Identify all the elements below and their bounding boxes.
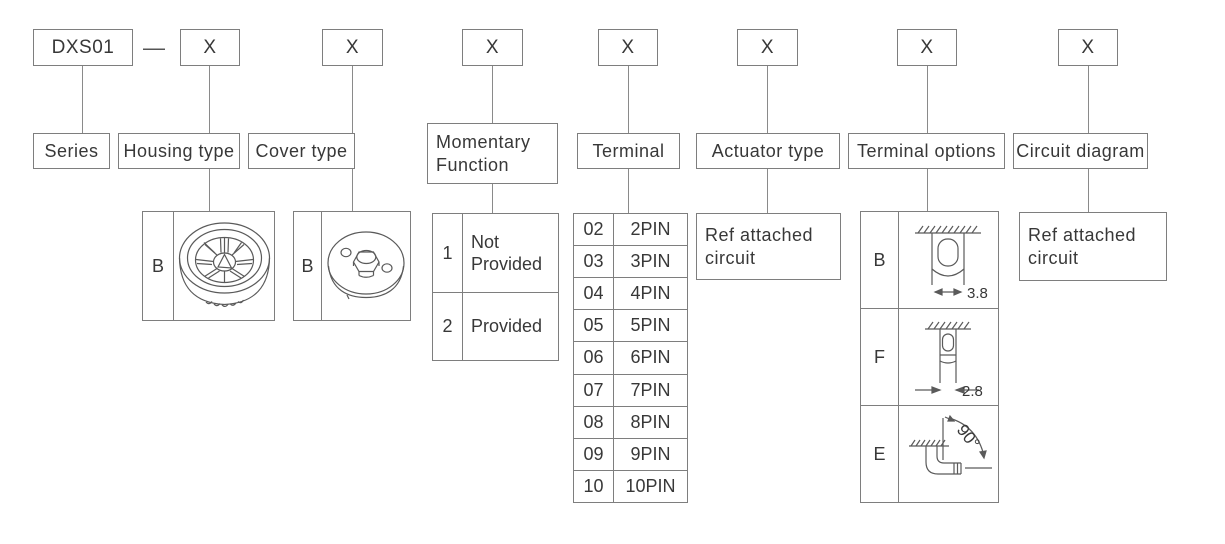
table-row: F 2.8 [861, 309, 998, 406]
right-angle-terminal-drawing: 90° [909, 414, 992, 475]
x-box-circuit-diagram: X [1058, 29, 1118, 66]
round-cover-with-hex-nut-drawing [327, 231, 405, 300]
circuit-diagram-note: Ref attached circuit [1019, 212, 1167, 281]
category-label-momentary-function: Momentary Function [427, 123, 558, 184]
table-row: B 3.8 [861, 212, 998, 309]
option-code-cell: 2 [433, 293, 463, 360]
connector-line [628, 169, 629, 213]
connector-line [1088, 66, 1089, 133]
table-row: 05 5PIN [574, 310, 687, 343]
terminal-options-table: B 3.8 F [860, 211, 999, 503]
option-code-cell: 09 [574, 438, 614, 470]
housing-drawing-cell [174, 212, 274, 320]
housing-type-table: B [142, 211, 275, 321]
x-box-momentary-function: X [462, 29, 523, 66]
category-label-terminal: Terminal [577, 133, 680, 169]
straight-wide-terminal-drawing: 3.8 [915, 225, 988, 302]
table-row: 02 2PIN [574, 214, 687, 247]
connector-line [352, 169, 353, 211]
category-label-series: Series [33, 133, 110, 169]
connector-line [767, 169, 768, 213]
cover-drawing-cell [322, 212, 410, 320]
part-code-series-box: DXS01 [33, 29, 133, 66]
category-label-terminal-options: Terminal options [848, 133, 1005, 169]
option-value-cell: Not Provided [471, 231, 543, 275]
x-box-terminal-options: X [897, 29, 957, 66]
x-box-terminal: X [598, 29, 658, 66]
option-value-cell: 3PIN [630, 251, 671, 272]
table-row: E 90° [861, 406, 998, 502]
x-box-cover-type: X [322, 29, 383, 66]
option-code-cell: F [861, 309, 899, 405]
option-value-cell: 2PIN [630, 219, 671, 240]
connector-line [492, 184, 493, 213]
option-value-cell: 5PIN [630, 315, 671, 336]
round-knurled-housing-drawing [178, 222, 270, 308]
table-row: 10 10PIN [574, 470, 687, 502]
part-code-separator: — [143, 34, 165, 60]
dimension-label: 2.8 [962, 383, 983, 400]
connector-line [209, 169, 210, 211]
category-label-cover-type: Cover type [248, 133, 355, 169]
option-value-cell: 9PIN [630, 443, 671, 464]
table-row: 07 7PIN [574, 374, 687, 407]
option-value-cell: 4PIN [630, 283, 671, 304]
table-row: B [143, 212, 274, 320]
connector-line [209, 66, 210, 133]
option-value-cell: 10PIN [625, 475, 676, 496]
option-value-cell: 7PIN [630, 379, 671, 400]
connector-line [628, 66, 629, 133]
momentary-function-table: 1 Not Provided 2 Provided [432, 213, 559, 361]
option-code-cell: B [861, 212, 899, 308]
option-code-cell: B [143, 212, 174, 320]
straight-narrow-terminal-drawing: 2.8 [915, 321, 983, 400]
option-code-cell: E [861, 406, 899, 502]
option-code-cell: 06 [574, 342, 614, 374]
option-value-cell: Provided [471, 316, 543, 336]
category-label-actuator-type: Actuator type [696, 133, 840, 169]
option-code-cell: 07 [574, 374, 614, 406]
dimension-label: 90° [953, 421, 984, 453]
x-box-actuator-type: X [737, 29, 798, 66]
connector-line [82, 66, 83, 133]
table-row: 1 Not Provided [433, 214, 558, 293]
option-code-cell: 02 [574, 214, 614, 246]
x-box-housing-type: X [180, 29, 240, 66]
option-value-cell: 6PIN [630, 347, 671, 368]
option-code-cell: B [294, 212, 322, 320]
connector-line [1088, 169, 1089, 212]
cover-type-table: B [293, 211, 411, 321]
terminal-table: 02 2PIN 03 3PIN 04 4PIN 05 5PIN 06 6PIN … [573, 213, 688, 503]
option-code-cell: 10 [574, 470, 614, 502]
terminal-option-drawing-cell: 3.8 [899, 212, 998, 308]
connector-line [927, 66, 928, 133]
category-label-housing-type: Housing type [118, 133, 240, 169]
terminal-option-drawing-cell: 2.8 [899, 309, 998, 405]
table-row: 08 8PIN [574, 406, 687, 439]
actuator-type-note: Ref attached circuit [696, 213, 841, 280]
option-code-cell: 03 [574, 246, 614, 278]
category-label-circuit-diagram: Circuit diagram [1013, 133, 1148, 169]
table-row: 04 4PIN [574, 278, 687, 311]
option-code-cell: 1 [433, 214, 463, 292]
connector-line [492, 66, 493, 123]
connector-line [927, 169, 928, 211]
terminal-option-drawing-cell: 90° [899, 406, 998, 502]
option-code-cell: 08 [574, 406, 614, 438]
table-row: 03 3PIN [574, 246, 687, 279]
table-row: B [294, 212, 410, 320]
dimension-label: 3.8 [967, 285, 988, 302]
table-row: 2 Provided [433, 293, 558, 360]
table-row: 06 6PIN [574, 342, 687, 375]
connector-line [767, 66, 768, 133]
option-value-cell: 8PIN [630, 411, 671, 432]
table-row: 09 9PIN [574, 438, 687, 471]
option-code-cell: 04 [574, 278, 614, 310]
option-code-cell: 05 [574, 310, 614, 342]
connector-line [352, 66, 353, 133]
